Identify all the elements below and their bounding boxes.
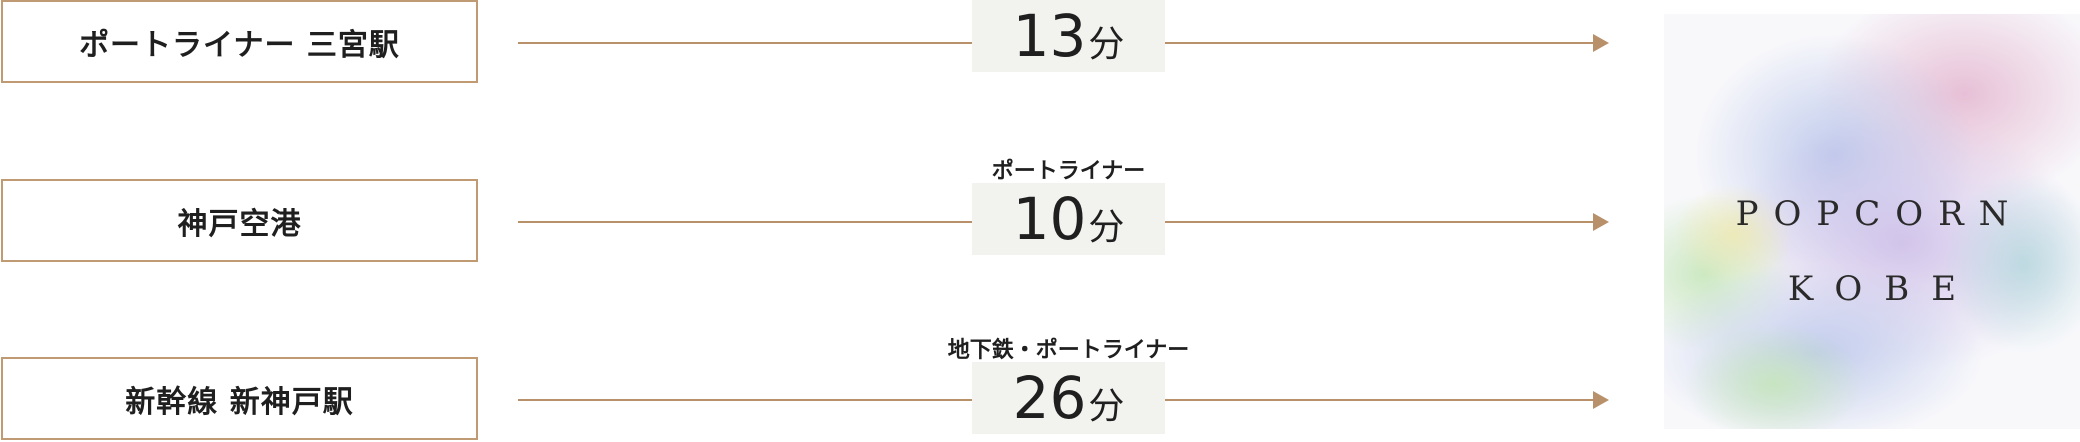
origin-label: 神戸空港 [177, 206, 302, 242]
route-line-left [518, 42, 972, 44]
destination-name-line1: POPCORN [1735, 194, 2024, 234]
travel-time-box: 26 分 [972, 362, 1165, 434]
travel-time-unit: 分 [1088, 24, 1125, 65]
travel-time-unit: 分 [1088, 207, 1125, 248]
travel-time-minutes: 13 [1012, 2, 1087, 70]
route-line-left [518, 399, 972, 401]
origin-box-kobe-airport: 神戸空港 [1, 179, 478, 262]
arrow-right-icon [1593, 391, 1609, 409]
origin-label: 新幹線 新神戸駅 [125, 384, 354, 420]
arrow-right-icon [1593, 34, 1609, 52]
travel-time-unit: 分 [1088, 386, 1125, 427]
travel-time-box: 13 分 [972, 0, 1165, 72]
transport-mode-label: ポートライナー [991, 159, 1146, 184]
watercolor-background [1664, 14, 2080, 429]
arrow-right-icon [1593, 213, 1609, 231]
route-line-right [1165, 221, 1593, 223]
route-line-right [1165, 399, 1593, 401]
origin-label: ポートライナー 三宮駅 [79, 27, 400, 63]
destination-card: POPCORN KOBE [1664, 14, 2080, 429]
travel-time-box: 10 分 [972, 183, 1165, 255]
route-line-right [1165, 42, 1593, 44]
travel-time-minutes: 26 [1012, 364, 1087, 432]
origin-box-sannomiya: ポートライナー 三宮駅 [1, 0, 478, 83]
transport-mode-label: 地下鉄・ポートライナー [947, 338, 1190, 363]
destination-name-line2: KOBE [1787, 269, 1979, 309]
travel-time-minutes: 10 [1012, 185, 1087, 253]
route-line-left [518, 221, 972, 223]
origin-box-shin-kobe: 新幹線 新神戸駅 [1, 357, 478, 440]
